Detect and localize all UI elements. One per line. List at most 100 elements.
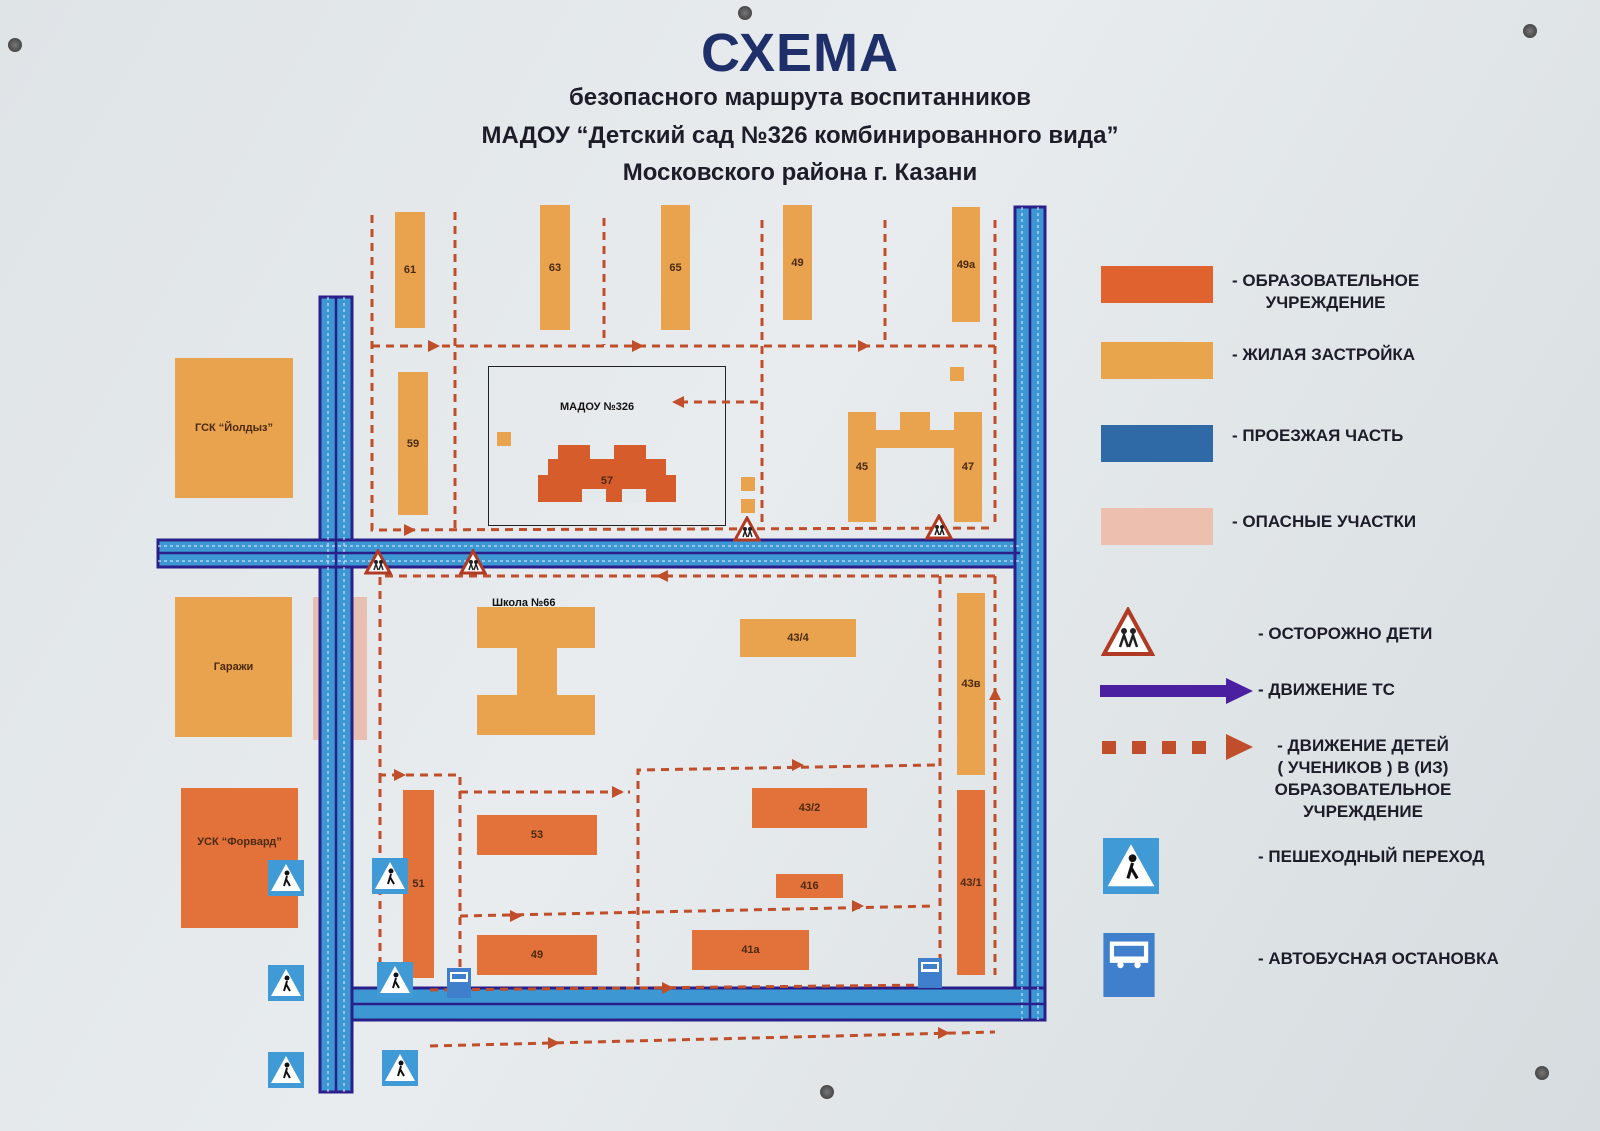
legend-label: - ЖИЛАЯ ЗАСТРОЙКА (1232, 345, 1416, 364)
legend-label: - ДВИЖЕНИЕ ДЕТЕЙ ( УЧЕНИКОВ ) В (ИЗ) ОБР… (1274, 736, 1452, 821)
building-label: 416 (800, 880, 819, 892)
children-path-icon (1102, 734, 1253, 760)
pedestrian-crossing-icon (268, 860, 304, 896)
subtitle: Московского района г. Казани (622, 159, 978, 186)
building-label: 41а (741, 944, 760, 956)
building-label: 49а (956, 258, 976, 271)
building-label: 45 (855, 461, 869, 473)
building-57-part (558, 445, 590, 460)
legend-label: - ОБРАЗОВАТЕЛЬНОЕ УЧРЕЖДЕНИЕ (1232, 271, 1420, 312)
legend-swatch-educational (1101, 266, 1213, 303)
legend-label: - ОПАСНЫЕ УЧАСТКИ (1232, 512, 1417, 531)
building-43-4: 43/4 (740, 619, 856, 657)
bus-stop-icon (1103, 933, 1155, 997)
children-path-lines (370, 212, 997, 1048)
building-label: 65 (669, 261, 682, 274)
building-label: 43в (961, 678, 981, 690)
building-label: 63 (548, 261, 562, 274)
building-49-bottom: 49 (477, 935, 597, 975)
building-label: Гаражи (213, 661, 254, 673)
bus-stop-icon (918, 958, 942, 988)
garages: Гаражи (175, 597, 292, 737)
building-label: 57 (600, 474, 614, 487)
building-label: ГСК “Йолдыз” (195, 422, 273, 434)
building-45-47-link (900, 412, 930, 432)
building-61: 61 (395, 212, 425, 328)
building-57-gap (582, 489, 606, 503)
building-57-part (614, 445, 646, 460)
building-label: 49 (530, 949, 544, 961)
pedestrian-crossing-icon (268, 965, 304, 1001)
legend-label: - АВТОБУСНАЯ ОСТАНОВКА (1258, 949, 1499, 968)
building-57-gap (622, 489, 646, 503)
legend-swatch-roadway (1101, 425, 1213, 462)
building-53: 53 (477, 815, 597, 855)
building-43-2: 43/2 (752, 788, 867, 828)
building-43v: 43в (957, 593, 985, 775)
screw (8, 38, 22, 52)
building-label: 47 (961, 461, 975, 473)
screw (820, 1085, 834, 1099)
legend-swatch-danger (1101, 508, 1213, 545)
school-66 (477, 607, 595, 648)
children-warning-icon (459, 549, 487, 575)
subtitle: МАДОУ “Детский сад №326 комбинированного… (481, 122, 1119, 149)
kindergarten-label: МАДОУ №326 (560, 401, 635, 413)
page-title: СХЕМА (701, 23, 899, 83)
building-label: 53 (530, 829, 544, 841)
small-building (741, 499, 755, 513)
building-45: 45 (848, 412, 876, 522)
legend-label: - ПРОЕЗЖАЯ ЧАСТЬ (1232, 426, 1404, 445)
building-49: 49 (783, 205, 812, 320)
children-warning-icon (733, 516, 761, 542)
kindergarten-plot (488, 366, 726, 526)
children-warning-icon (364, 549, 392, 575)
subtitle: безопасного маршрута воспитанников (568, 84, 1032, 111)
building-49a: 49а (952, 207, 980, 322)
building-63: 63 (540, 205, 570, 330)
legend-label: - ОСТОРОЖНО ДЕТИ (1258, 624, 1433, 643)
building-57-part: 57 (548, 459, 666, 487)
building-label: 43/4 (787, 632, 809, 644)
building-47: 47 (954, 412, 982, 522)
building-416: 416 (776, 874, 843, 898)
screw (738, 6, 752, 20)
screw (1535, 1066, 1549, 1080)
small-building (950, 367, 964, 381)
legend-label: - ДВИЖЕНИЕ ТС (1258, 680, 1395, 699)
gsk-yoldyz: ГСК “Йолдыз” (175, 358, 293, 498)
road-center-lines (158, 207, 1045, 1092)
pedestrian-crossing-icon (372, 858, 408, 894)
legend-swatch-residential (1101, 342, 1213, 379)
vehicle-arrow-icon (1100, 678, 1253, 704)
children-warning-icon (925, 514, 953, 540)
children-warning-icon (1101, 607, 1155, 656)
building-label: 51 (412, 878, 425, 890)
building-59: 59 (398, 372, 428, 515)
small-building (497, 432, 511, 446)
building-65: 65 (661, 205, 690, 330)
usk-forvard: УСК “Форвард” (181, 788, 298, 928)
building-57 (538, 475, 676, 502)
school-label: Школа №66 (492, 597, 556, 609)
building-51: 51 (403, 790, 434, 978)
school-66 (477, 695, 595, 735)
building-43-1: 43/1 (957, 790, 985, 975)
building-41a: 41а (692, 930, 809, 970)
building-label: 59 (406, 437, 420, 450)
building-label: УСК “Форвард” (197, 836, 282, 848)
pedestrian-crossing-icon (1103, 838, 1159, 894)
building-label: 49 (791, 256, 804, 269)
pedestrian-crossing-icon (382, 1050, 418, 1086)
road-dashes (158, 207, 1039, 1092)
building-45-47-link (876, 430, 954, 448)
building-label: 43/2 (798, 802, 821, 814)
building-label: 43/1 (960, 876, 982, 889)
legend-label: - ПЕШЕХОДНЫЙ ПЕРЕХОД (1258, 847, 1485, 866)
school-66 (517, 647, 557, 696)
pedestrian-crossing-icon (377, 962, 413, 998)
bus-stop-icon (447, 968, 471, 998)
pedestrian-crossing-icon (268, 1052, 304, 1088)
